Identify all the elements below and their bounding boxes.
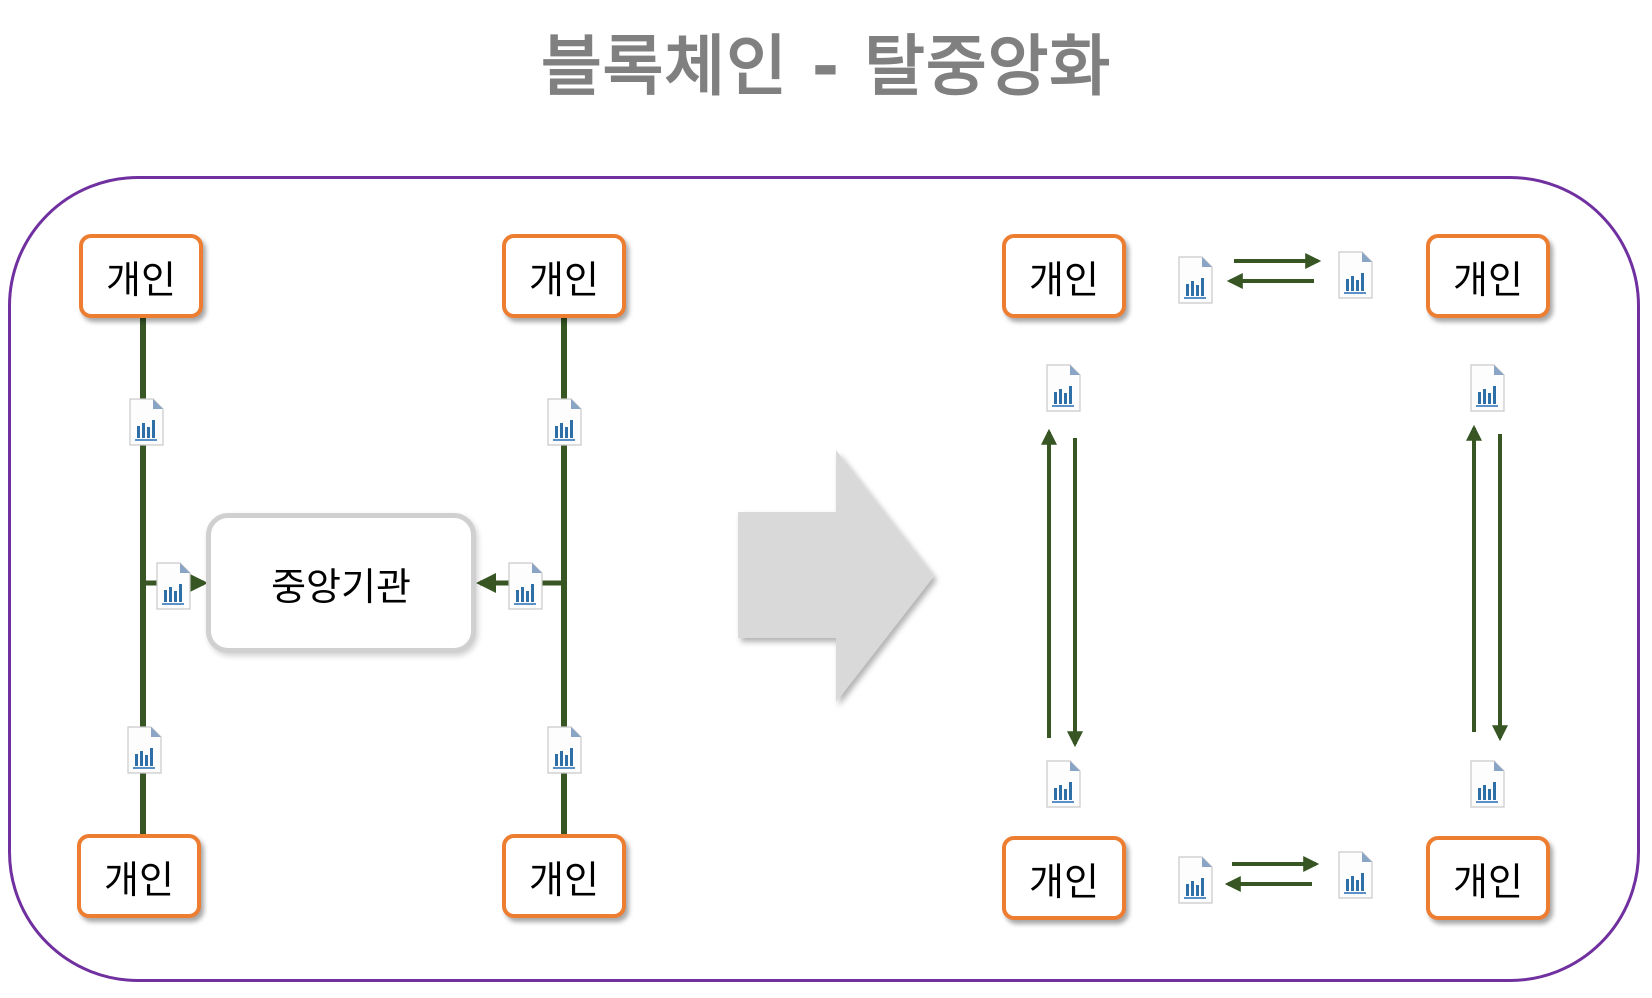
document-chart-icon — [1178, 256, 1213, 304]
diagram-title: 블록체인 - 탈중앙화 — [540, 28, 1112, 105]
document-chart-icon — [547, 398, 582, 446]
node-left-top-right: 개인 — [502, 234, 626, 318]
document-chart-icon — [508, 562, 543, 610]
node-right-top-left: 개인 — [1002, 234, 1126, 318]
document-chart-icon — [1338, 851, 1373, 899]
node-right-top-right: 개인 — [1426, 234, 1550, 318]
document-chart-icon — [127, 726, 162, 774]
document-chart-icon — [129, 398, 164, 446]
document-chart-icon — [156, 562, 191, 610]
document-chart-icon — [1470, 760, 1505, 808]
document-chart-icon — [1338, 251, 1373, 299]
central-authority-box: 중앙기관 — [206, 513, 476, 653]
document-chart-icon — [1046, 760, 1081, 808]
document-chart-icon — [547, 726, 582, 774]
node-right-bottom-left: 개인 — [1002, 836, 1126, 920]
document-chart-icon — [1470, 364, 1505, 412]
document-chart-icon — [1178, 856, 1213, 904]
node-left-bottom-right: 개인 — [502, 834, 626, 918]
node-left-top-left: 개인 — [79, 234, 203, 318]
node-right-bottom-right: 개인 — [1426, 836, 1550, 920]
transition-arrow — [738, 450, 934, 702]
node-left-bottom-left: 개인 — [77, 834, 201, 918]
document-chart-icon — [1046, 364, 1081, 412]
